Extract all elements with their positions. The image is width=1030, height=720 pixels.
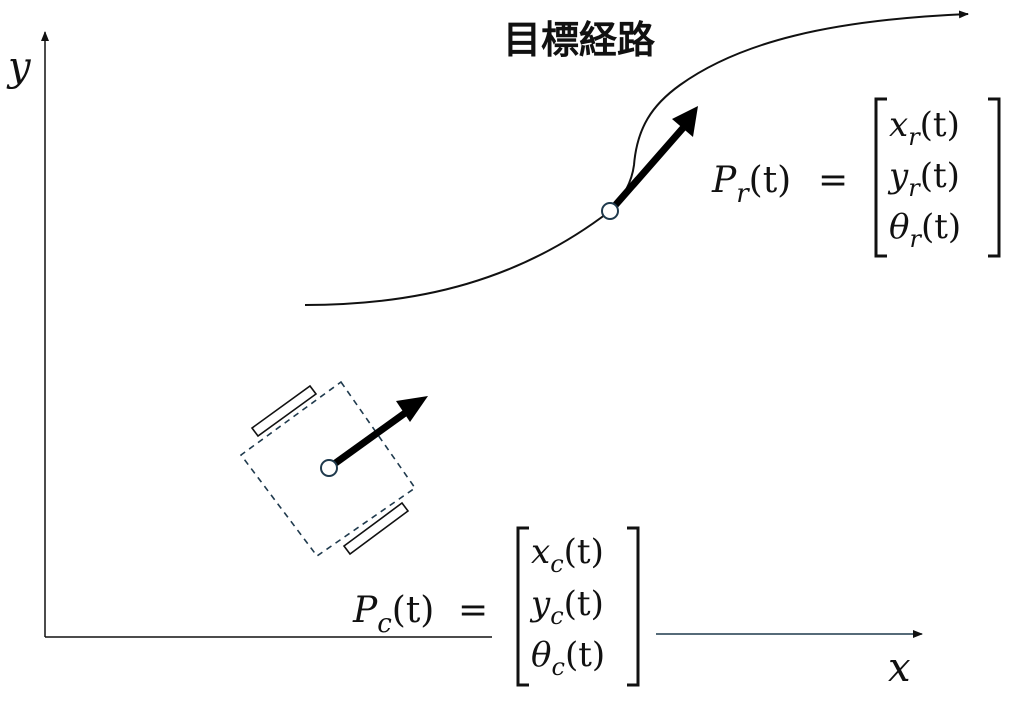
reference-row-y: yr(t) bbox=[887, 156, 960, 202]
current-right-bracket bbox=[627, 526, 640, 687]
reference-pose-equation: Pr(t) = xr(t) yr(t) θr(t) bbox=[711, 97, 1001, 258]
reference-point bbox=[601, 202, 619, 220]
reference-left-bracket bbox=[874, 97, 887, 258]
right-wheel bbox=[342, 501, 410, 556]
current-lhs: Pc(t) bbox=[352, 590, 434, 639]
current-row-x: xc(t) bbox=[531, 532, 604, 578]
robot-arrowhead bbox=[396, 396, 428, 422]
reference-lhs: Pr(t) bbox=[711, 160, 791, 209]
target-path-curve bbox=[304, 10, 969, 306]
current-row-y: yc(t) bbox=[529, 584, 604, 630]
current-row-theta: θc(t) bbox=[531, 635, 605, 681]
reference-row-x: xr(t) bbox=[889, 105, 960, 151]
current-pose-equation: Pc(t) = xc(t) yc(t) θc(t) bbox=[352, 526, 640, 687]
current-left-bracket bbox=[516, 526, 529, 687]
reference-row-theta: θr(t) bbox=[889, 207, 961, 253]
reference-equals: = bbox=[818, 160, 848, 201]
target-path-title: 目標経路 bbox=[503, 18, 656, 62]
robot-center-point bbox=[320, 459, 338, 477]
robot-heading-arrow bbox=[327, 405, 415, 470]
reference-heading-arrow bbox=[609, 125, 686, 212]
left-wheel bbox=[250, 384, 318, 438]
y-axis-label: y bbox=[6, 44, 32, 90]
reference-right-bracket bbox=[988, 97, 1001, 258]
reference-arrowhead bbox=[672, 106, 698, 137]
current-equals: = bbox=[458, 590, 488, 631]
x-axis-label: x bbox=[888, 645, 911, 691]
